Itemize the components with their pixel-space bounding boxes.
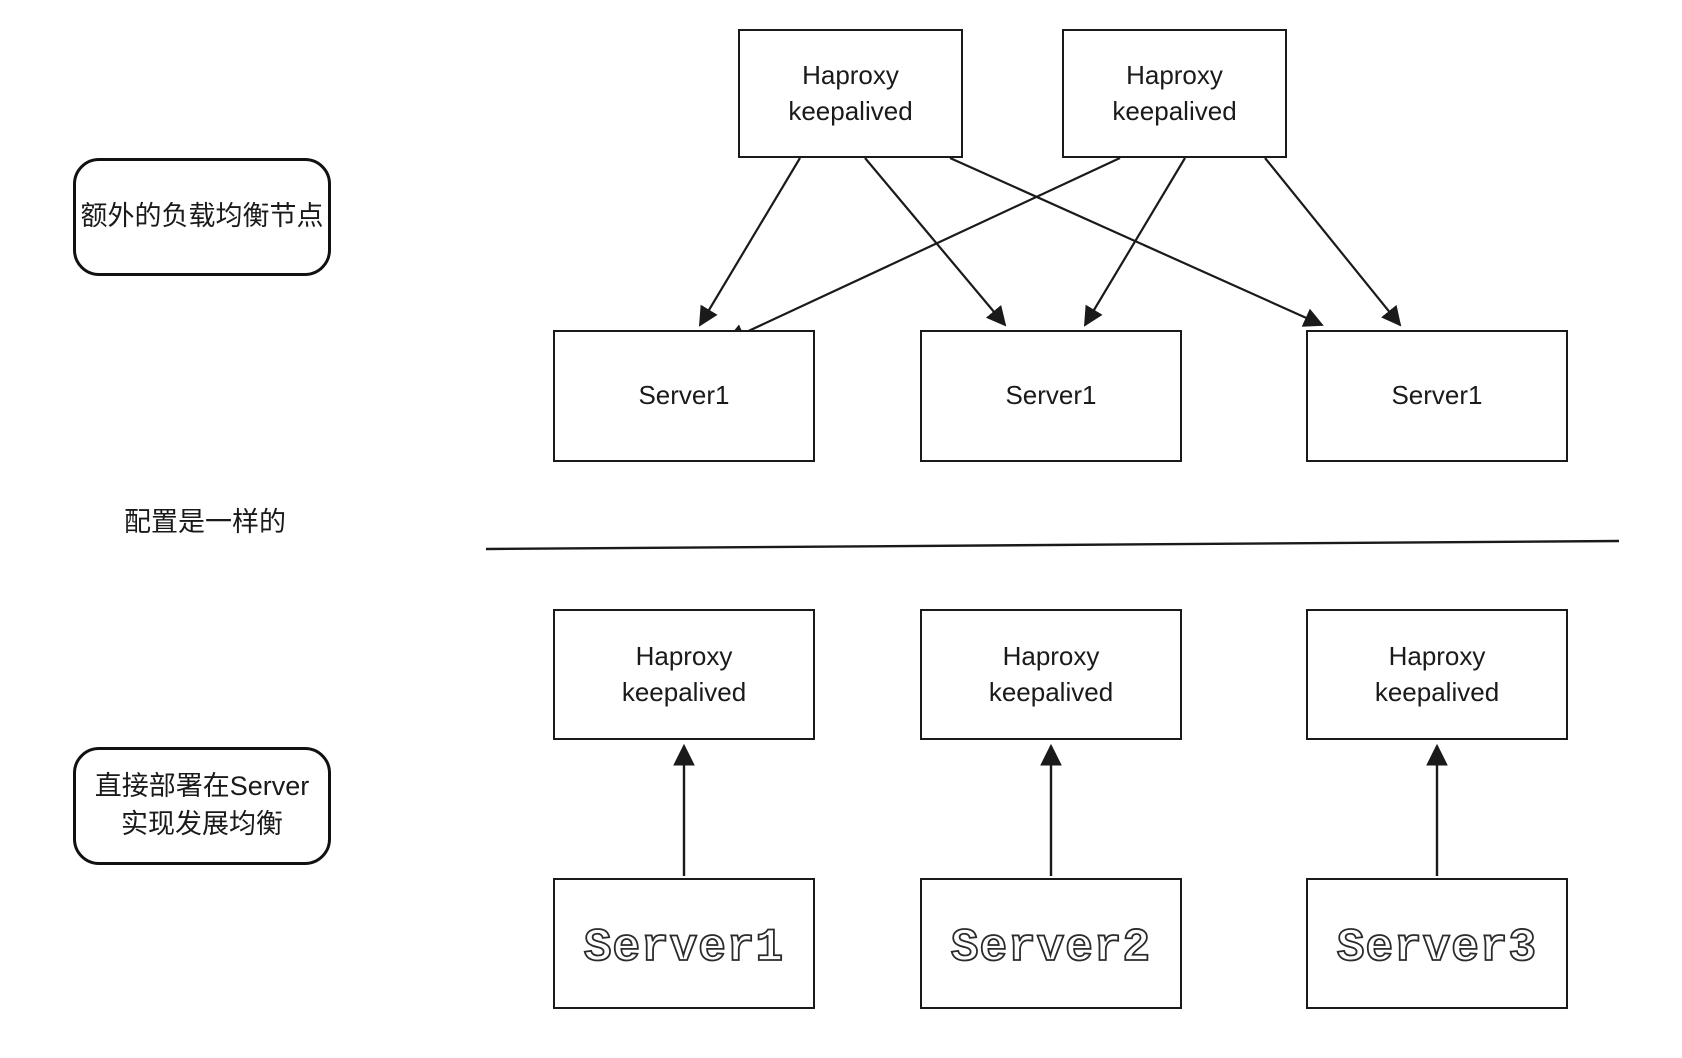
haproxy-node-top-2-label: Haproxy keepalived	[1112, 60, 1237, 126]
arrow-haproxy2-to-server1c	[1264, 157, 1402, 327]
haproxy-node-bottom-1-label: Haproxy keepalived	[621, 641, 747, 707]
extra-lb-callout-label: 额外的负载均衡节点	[80, 201, 324, 232]
arrow-haproxy2-to-server1a	[725, 157, 1121, 343]
server-node-middle-1: Server1	[553, 330, 815, 462]
same-config-note: 配置是一样的	[120, 500, 290, 539]
section-divider-line	[485, 539, 1620, 551]
server-node-middle-1-label: Server1	[638, 380, 730, 411]
same-config-note-label: 配置是一样的	[124, 507, 286, 537]
server-node-middle-2-label: Server1	[1005, 380, 1097, 411]
server-node-middle-2: Server1	[920, 330, 1182, 462]
arrow-haproxy1-to-server1a	[698, 157, 801, 327]
server-node-bottom-1: Server1	[553, 878, 815, 1009]
extra-lb-callout: 额外的负载均衡节点	[73, 158, 331, 276]
server1-outline-text-svg: Server1	[583, 921, 784, 975]
server-node-bottom-2: Server2	[920, 878, 1182, 1009]
arrow-haproxy2-to-server1b	[1083, 157, 1186, 327]
server-node-bottom-3: Server3	[1306, 878, 1568, 1009]
haproxy-node-bottom-3: Haproxy keepalived	[1306, 609, 1568, 740]
server-node-bottom-3-label: Server3	[1337, 922, 1537, 974]
server-node-bottom-1-label: Server1	[584, 922, 784, 974]
haproxy-node-bottom-3-label: Haproxy keepalived	[1374, 641, 1500, 707]
haproxy-node-top-2: Haproxy keepalived	[1062, 29, 1287, 158]
haproxy-node-top-1: Haproxy keepalived	[738, 29, 963, 158]
haproxy-node-top-1-label: Haproxy keepalived	[788, 60, 913, 126]
haproxy-node-bottom-1: Haproxy keepalived	[553, 609, 815, 740]
haproxy-node-bottom-2: Haproxy keepalived	[920, 609, 1182, 740]
server-node-middle-3: Server1	[1306, 330, 1568, 462]
haproxy-node-bottom-2-label: Haproxy keepalived	[988, 641, 1114, 707]
direct-deploy-callout-label: 直接部署在Server 实现发展均衡	[94, 771, 310, 839]
server2-outline-text-svg: Server2	[950, 921, 1151, 975]
server-node-middle-3-label: Server1	[1391, 380, 1483, 411]
server3-outline-text-svg: Server3	[1336, 921, 1537, 975]
arrow-haproxy1-to-server1b	[864, 157, 1007, 327]
direct-deploy-callout: 直接部署在Server 实现发展均衡	[73, 747, 331, 865]
server-node-bottom-2-label: Server2	[951, 922, 1151, 974]
